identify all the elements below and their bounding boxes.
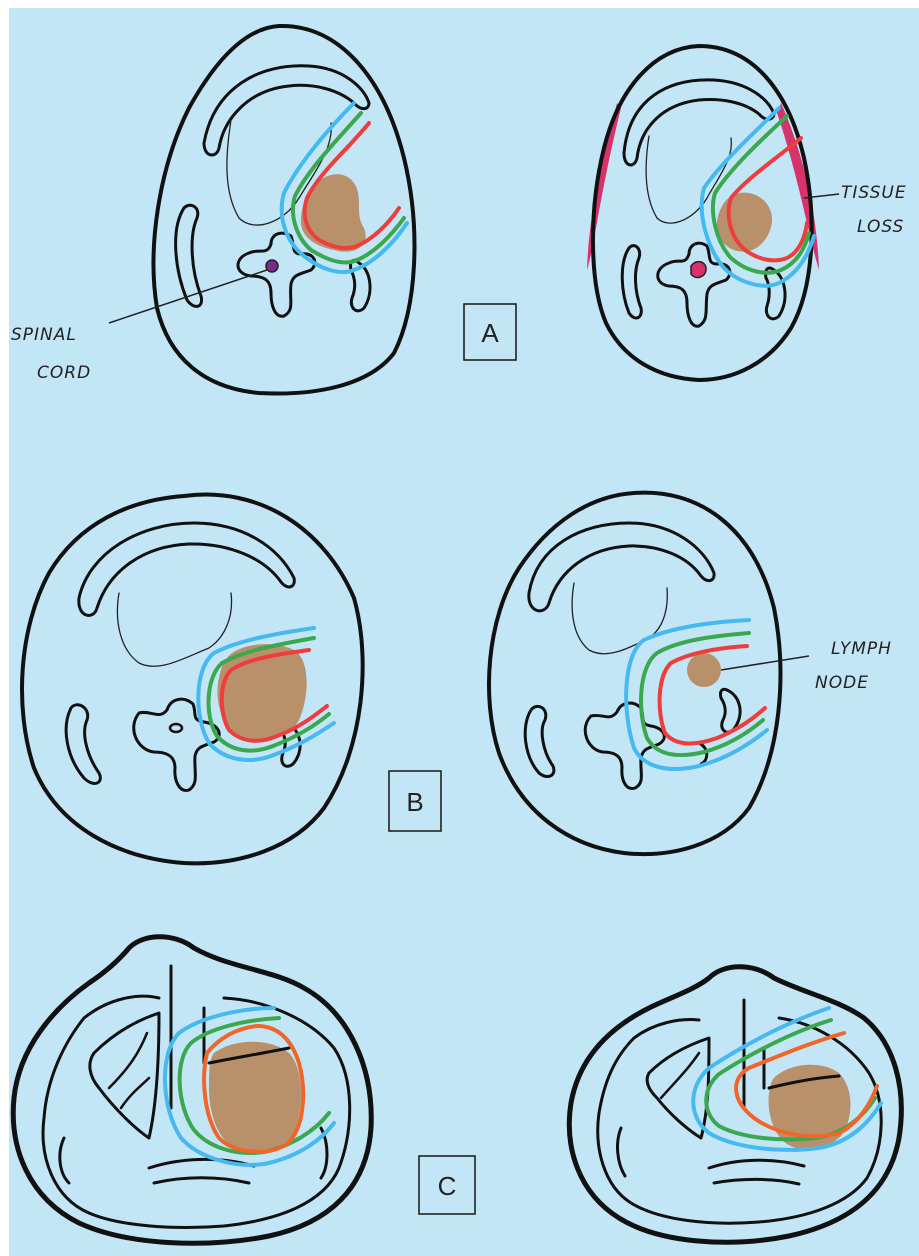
lymph-node [687, 653, 721, 687]
vertebra-body [238, 233, 315, 316]
vertebra-left [622, 246, 641, 318]
tissue-loss-label-line2: LOSS [857, 217, 904, 237]
panel-a-left-slice [109, 26, 414, 394]
vertebra-body [134, 699, 219, 790]
panel-c-letter: C [438, 1171, 457, 1201]
panel-b-left-slice [22, 495, 363, 864]
sinus-septum-left [109, 1033, 149, 1108]
lymph-node-label-line2: NODE [815, 673, 869, 693]
airway-arc [79, 523, 294, 615]
spinal-cord-label-line2: CORD [37, 363, 91, 383]
spinal-cord-label-line1: SPINAL [11, 325, 77, 345]
panel-a-letter: A [481, 318, 499, 348]
nasopharynx [709, 1160, 804, 1184]
tissue-loss-label-line1: TISSUE [841, 183, 907, 203]
airway-arc [529, 523, 714, 611]
panel-b-label: B [389, 771, 441, 831]
panel-b-right-slice [489, 493, 809, 854]
tumor [301, 174, 366, 251]
vertebra-left [66, 705, 100, 784]
maxillary-sinus-left [90, 1013, 159, 1138]
mandible-left [60, 1138, 69, 1183]
panel-c-label: C [419, 1156, 475, 1214]
vertebra-right [766, 268, 785, 319]
panel-b-letter: B [406, 787, 423, 817]
panel-c-left-slice [13, 937, 371, 1243]
vertebra-left [176, 205, 202, 306]
spinal-cord-leader [109, 270, 267, 323]
spinal-canal [170, 724, 182, 732]
head-outline [569, 967, 901, 1242]
body-outline [154, 26, 415, 394]
mandible-left [618, 1128, 625, 1176]
vertebra-left [525, 706, 554, 776]
vertebra-right [720, 689, 740, 732]
vertebra-body [658, 243, 730, 326]
ptv-outer-contour [626, 620, 767, 769]
soft-tissue-region [646, 136, 731, 223]
spinal-cord [266, 260, 278, 272]
panel-a-right-slice [587, 46, 839, 380]
soft-tissue-region [117, 593, 231, 666]
diagram-svg: A SPINAL CORD TISSUE LOSS B LYMPH [9, 8, 919, 1256]
lymph-node-label-line1: LYMPH [831, 639, 892, 659]
lymph-node-leader [721, 656, 809, 670]
tumor [717, 193, 772, 252]
panel-a-label: A [464, 304, 516, 360]
soft-tissue-region [572, 583, 667, 654]
tumor [209, 1042, 301, 1153]
diagram-canvas: A SPINAL CORD TISSUE LOSS B LYMPH [9, 8, 919, 1256]
panel-c-right-slice [569, 967, 901, 1242]
spinal-cord-damage [691, 262, 706, 278]
body-outline [22, 495, 363, 864]
